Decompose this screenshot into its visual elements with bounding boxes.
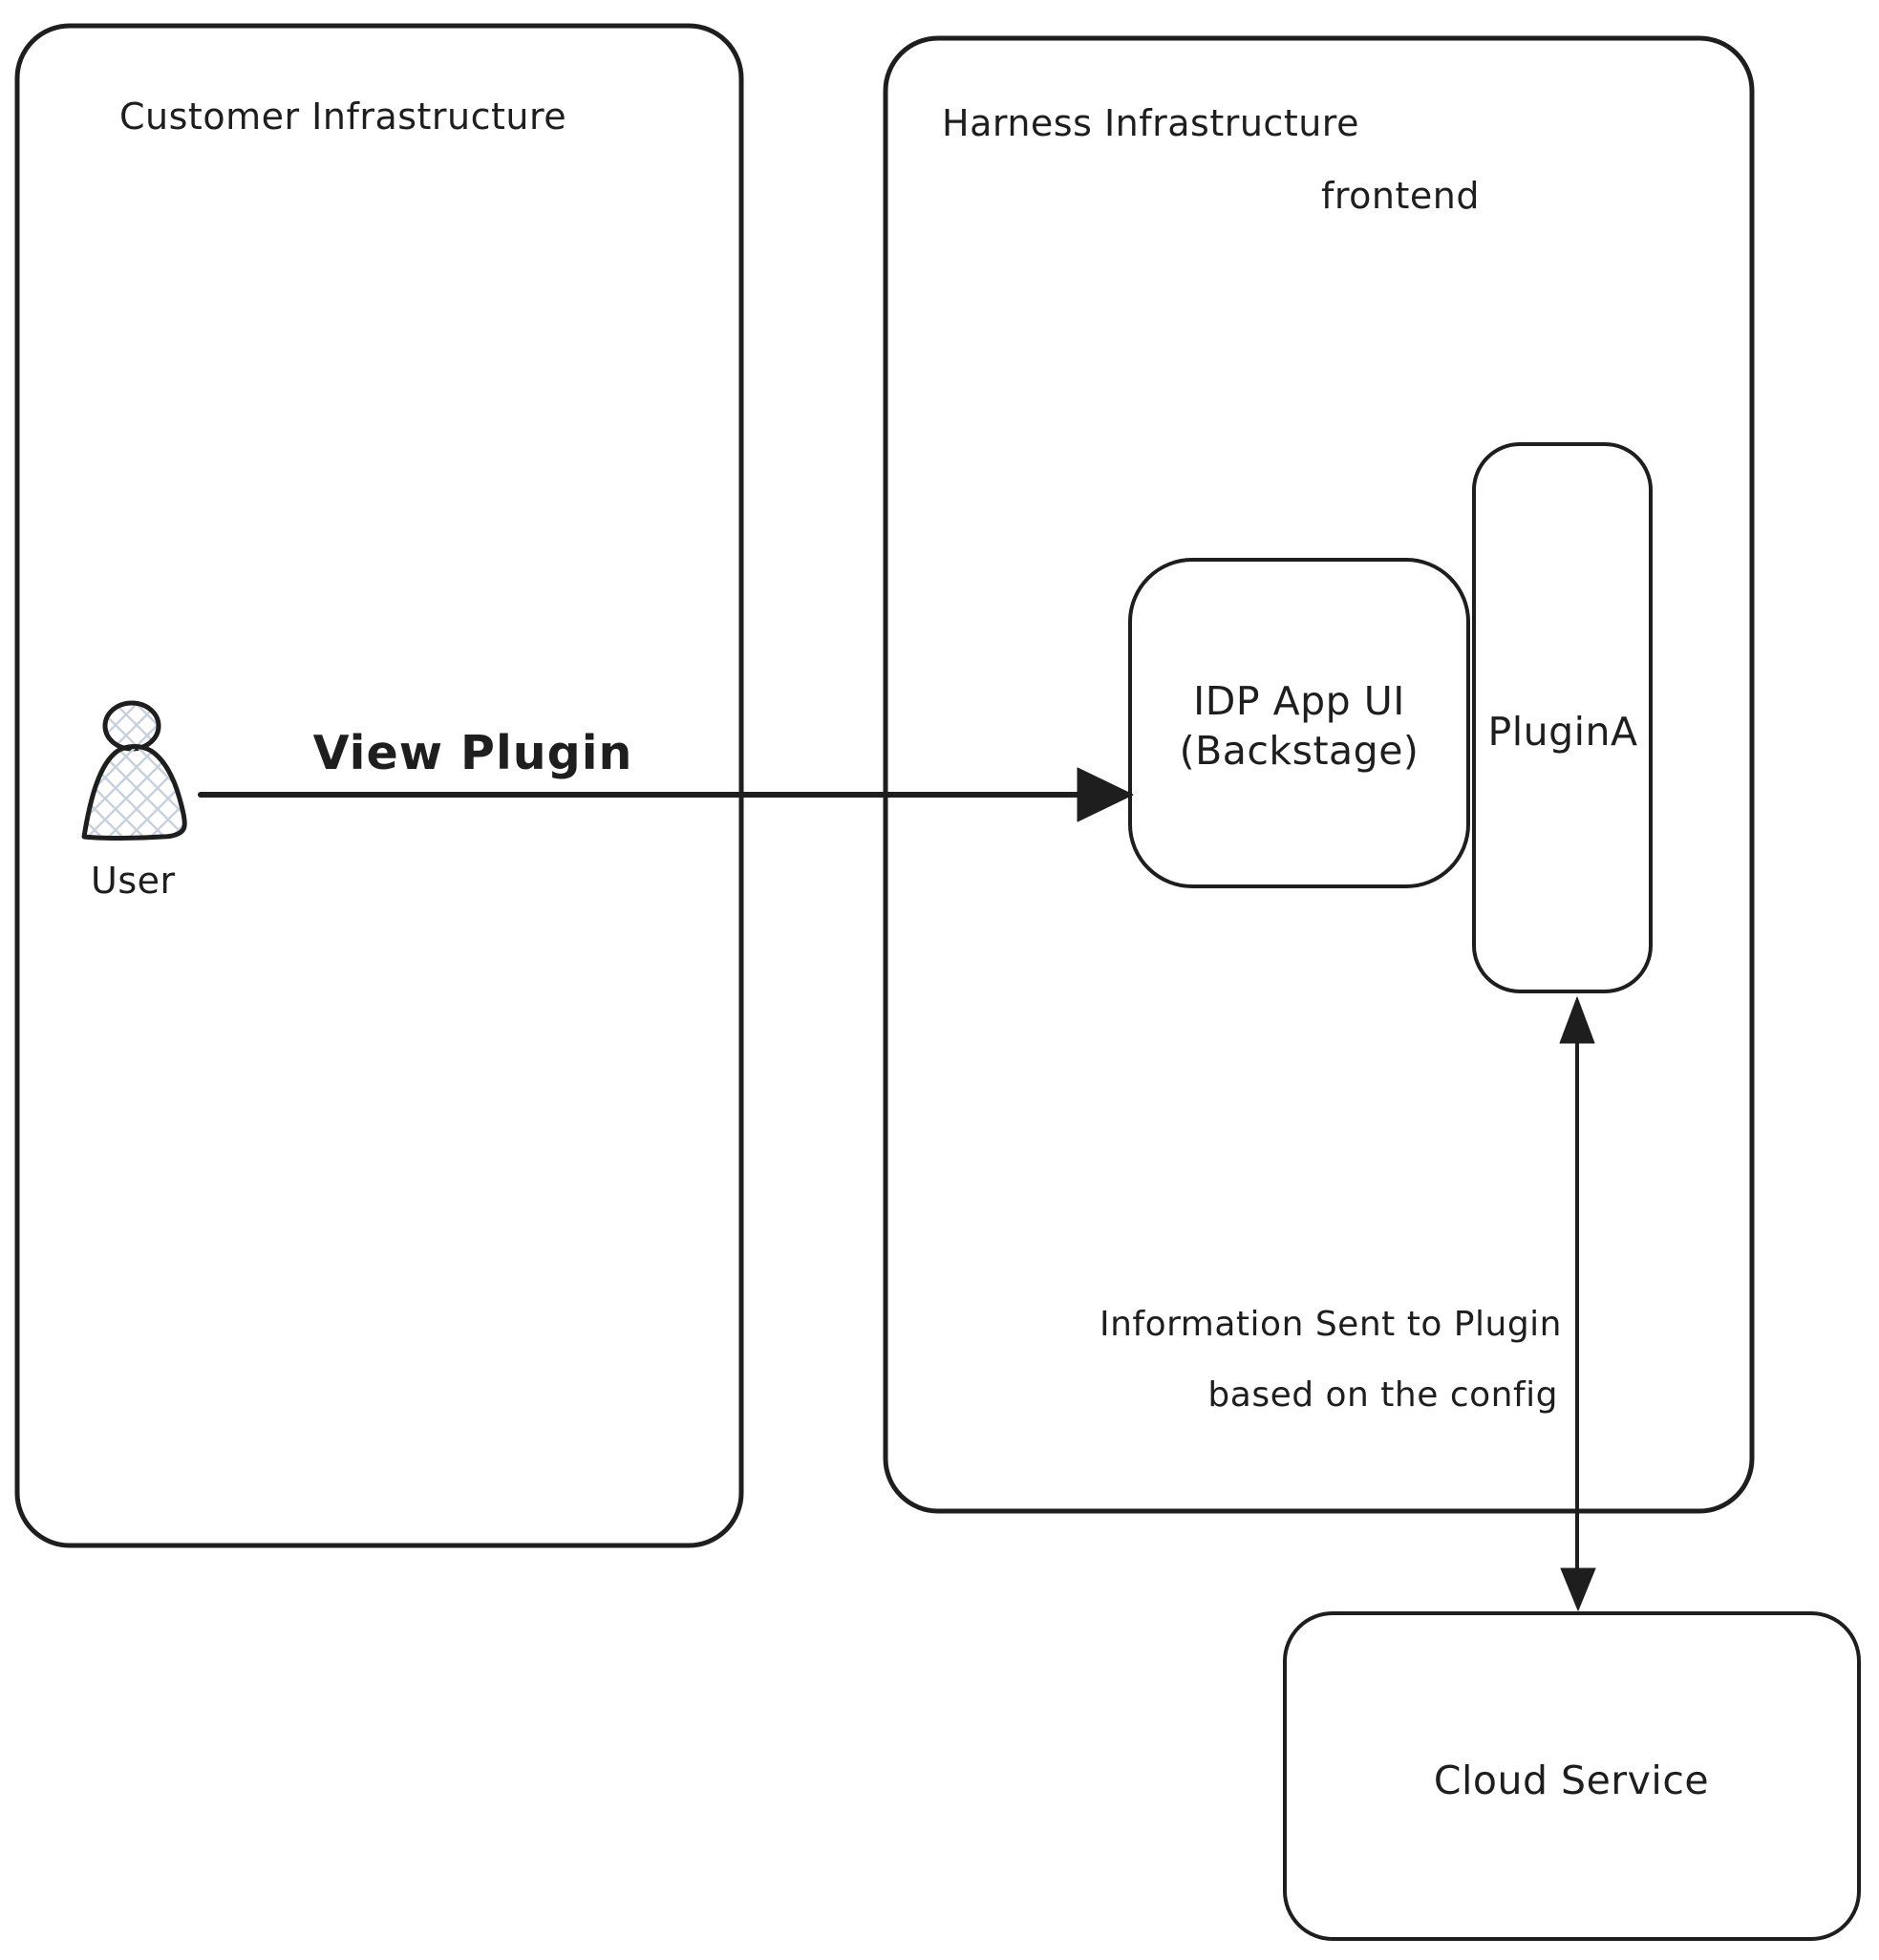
idp-app-ui-label-line2: (Backstage) [1180,728,1420,774]
frontend-label: frontend [1321,175,1480,217]
plugin-cloud-arrow [1559,996,1596,1611]
customer-infrastructure-title: Customer Infrastructure [119,96,566,138]
customer-infrastructure-box [14,23,744,1548]
plugin-a-label: PluginA [1487,709,1637,755]
cloud-service-label: Cloud Service [1434,1758,1709,1803]
info-sent-label-line2: based on the config [1207,1375,1558,1415]
user-label: User [91,860,176,902]
view-plugin-arrow-label: View Plugin [313,726,633,780]
user-icon [81,700,187,841]
view-plugin-arrow [198,767,1134,822]
plugin-a-box [1472,442,1653,993]
idp-app-ui-label-line1: IDP App UI [1193,678,1405,724]
harness-infrastructure-title: Harness Infrastructure [942,102,1359,144]
info-sent-label-line1: Information Sent to Plugin [1100,1305,1562,1344]
idp-app-ui-box [1128,558,1470,888]
cloud-service-box [1283,1611,1861,1941]
